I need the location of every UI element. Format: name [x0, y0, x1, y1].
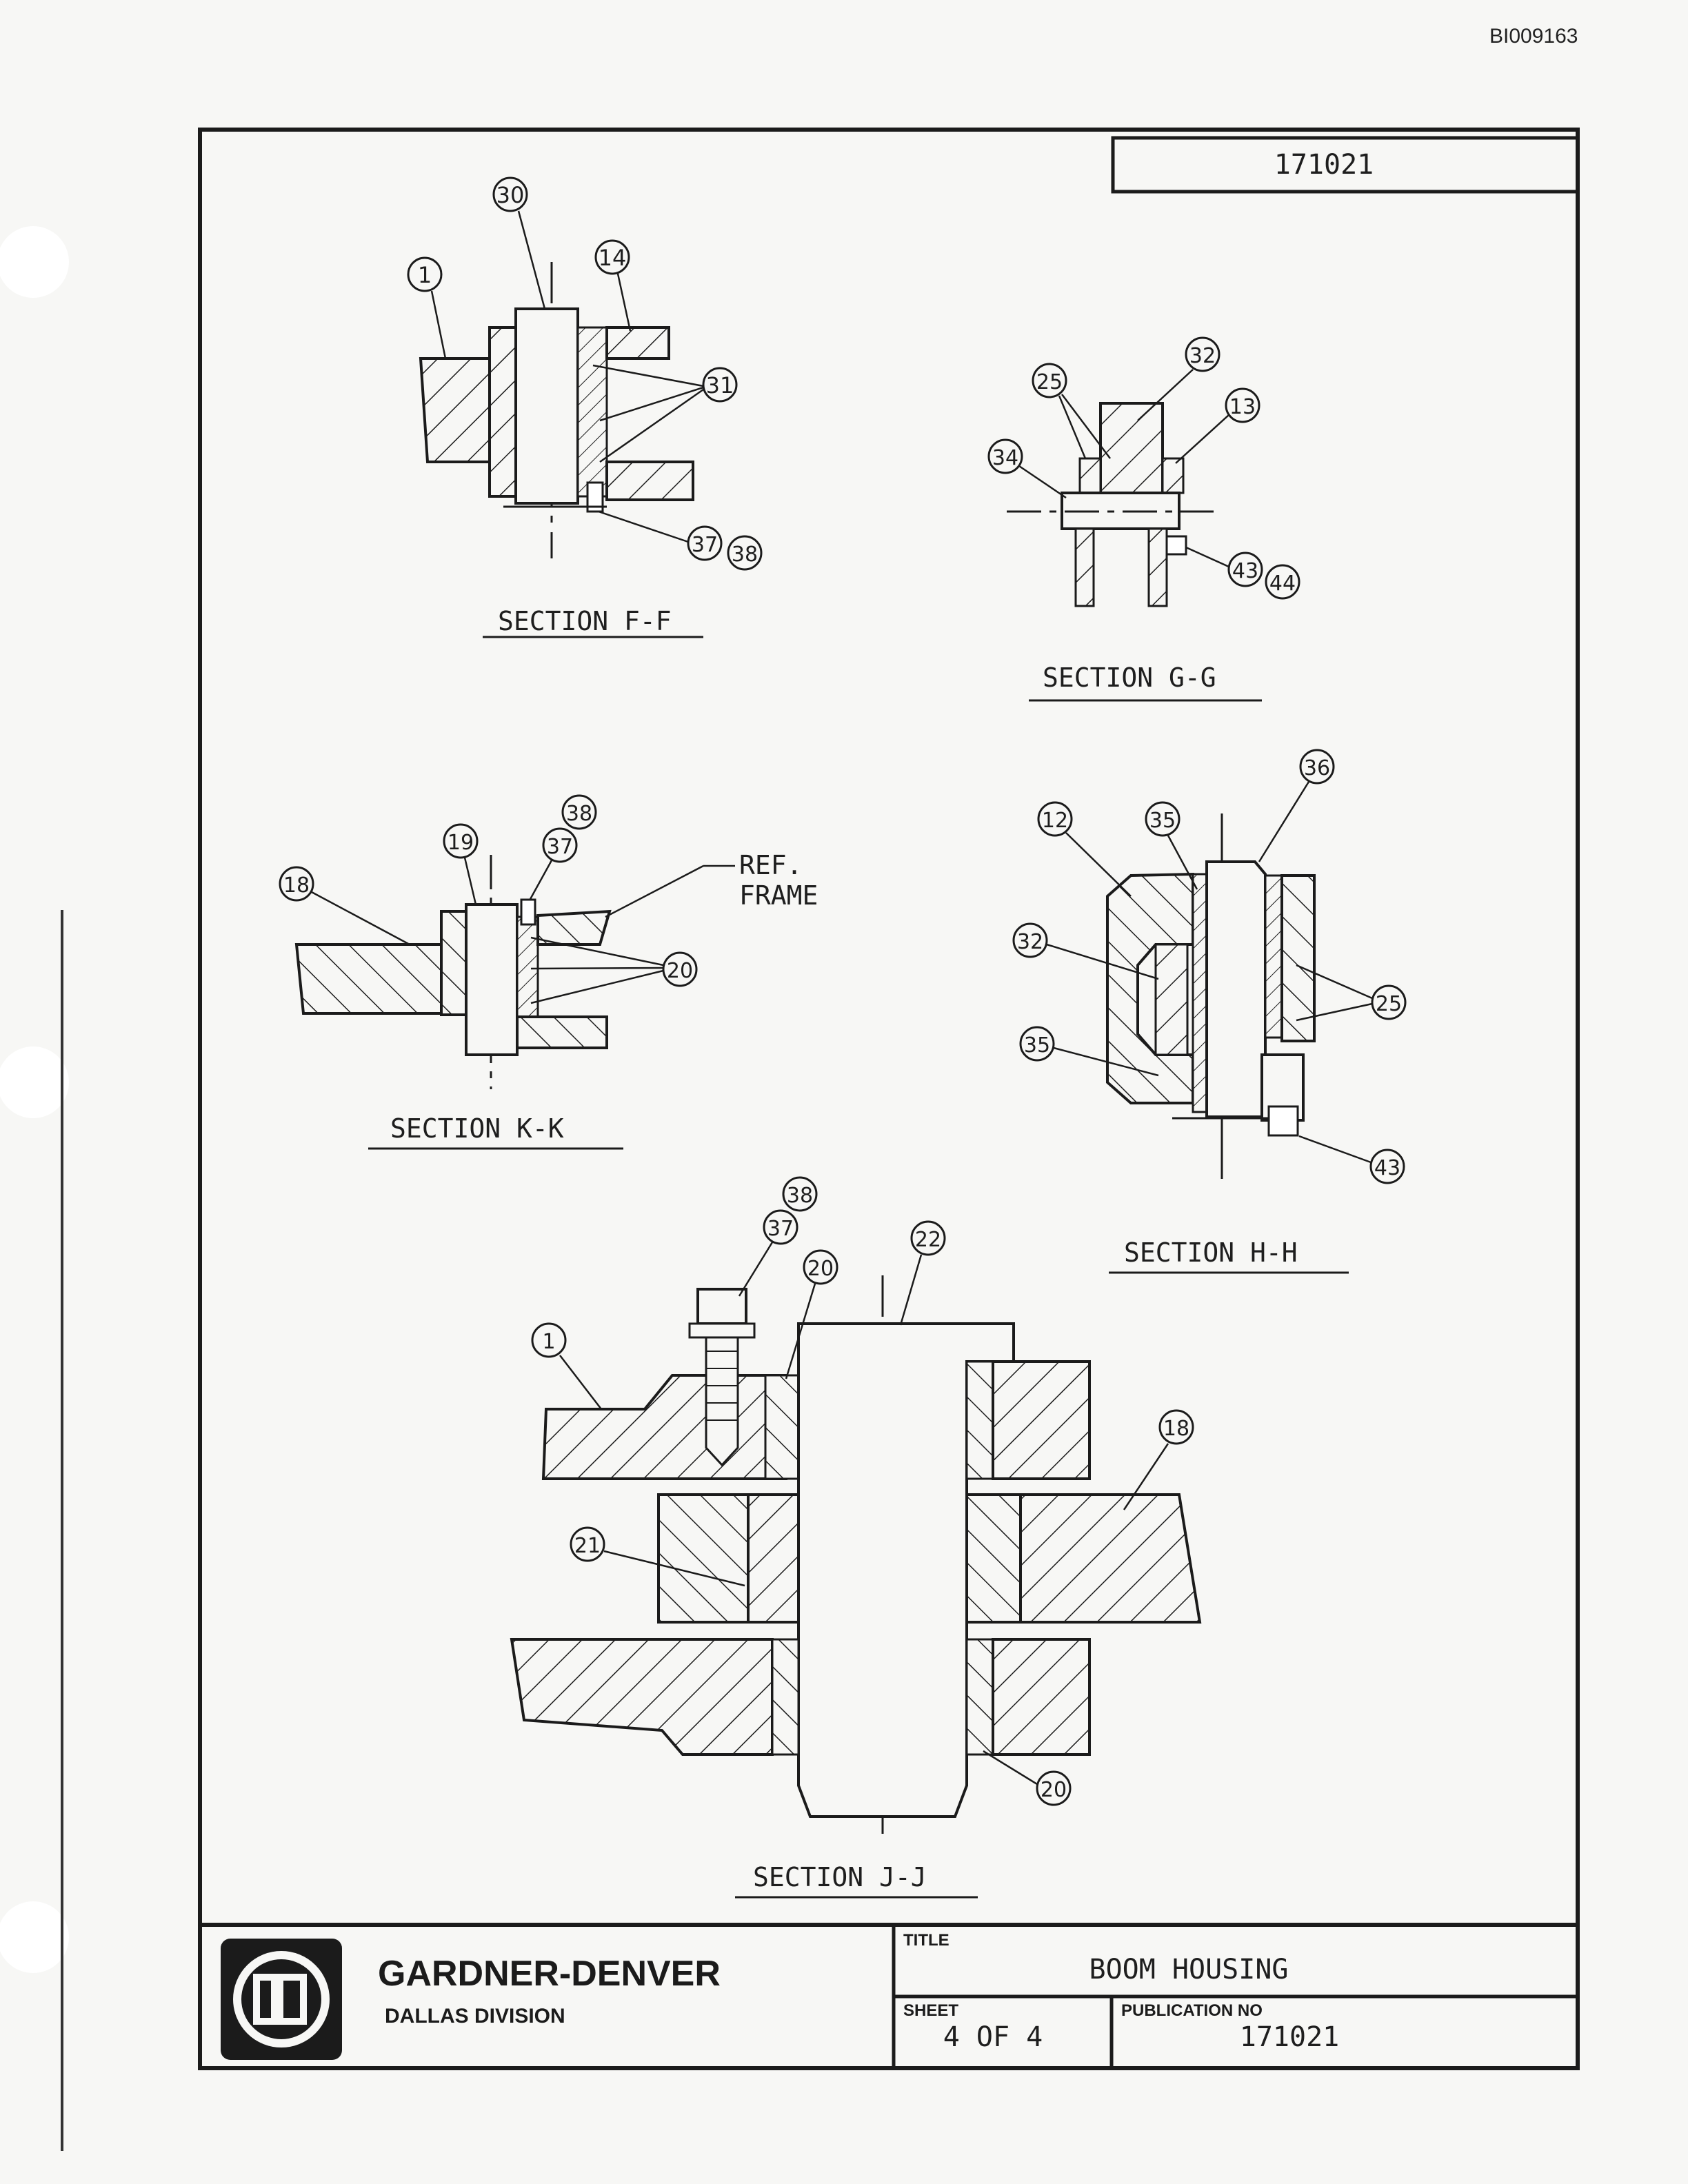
drawing-title: BOOM HOUSING	[1089, 1954, 1289, 1985]
svg-text:19: 19	[448, 831, 474, 855]
svg-text:18: 18	[283, 873, 310, 898]
svg-text:12: 12	[1042, 809, 1068, 833]
binder-hole	[0, 1046, 69, 1118]
title-label: TITLE	[903, 1931, 950, 1950]
pin-30	[514, 307, 579, 505]
svg-text:44: 44	[1269, 572, 1296, 596]
svg-text:38: 38	[566, 802, 592, 826]
svg-text:32: 32	[1017, 930, 1043, 954]
svg-text:1: 1	[542, 1330, 555, 1354]
svg-text:43: 43	[1232, 559, 1258, 583]
svg-text:25: 25	[1036, 370, 1063, 394]
svg-text:25: 25	[1376, 992, 1402, 1016]
sheet-number: 4 OF 4	[943, 2021, 1043, 2053]
section-hh: 36 12 35 32 25 35 43 SECTION H-H	[1012, 749, 1407, 1274]
pin-22	[797, 1322, 1015, 1818]
drawing-number: 171021	[1274, 149, 1374, 181]
section-gg-label: SECTION G-G	[1043, 663, 1216, 693]
company-name: GARDNER-DENVER	[378, 1954, 721, 1994]
section-ff-label: SECTION F-F	[498, 606, 672, 636]
svg-text:38: 38	[787, 1184, 813, 1208]
svg-text:43: 43	[1374, 1156, 1400, 1180]
svg-text:35: 35	[1149, 809, 1176, 833]
publication-label: PUBLICATION NO	[1121, 2001, 1263, 2020]
section-gg: 25 32 13 34 43 44 SECTION G-G	[987, 336, 1300, 702]
page-id: BI009163	[1489, 25, 1578, 48]
binder-hole	[0, 226, 69, 298]
section-jj-label: SECTION J-J	[753, 1862, 927, 1892]
svg-text:1: 1	[418, 262, 432, 288]
section-ff: 30 1 14 31 37 38 SECTION F-F	[407, 176, 763, 638]
number-box	[1111, 136, 1580, 194]
pin-19	[465, 903, 519, 1056]
section-kk: 38 19 37 18 20 REF. FRAME SECTION K-K	[279, 794, 818, 1150]
bushing-32	[1154, 943, 1189, 1056]
svg-text:20: 20	[1041, 1778, 1067, 1802]
pin-36	[1205, 860, 1267, 1118]
sheet-label: SHEET	[903, 2001, 958, 2020]
svg-text:20: 20	[807, 1257, 834, 1281]
title-block: GARDNER-DENVER DALLAS DIVISION TITLE BOO…	[200, 1923, 1578, 2068]
ref-frame-line2: FRAME	[739, 880, 818, 911]
svg-text:20: 20	[667, 959, 693, 983]
svg-text:32: 32	[1189, 344, 1216, 368]
division-name: DALLAS DIVISION	[385, 2005, 565, 2028]
publication-number: 171021	[1240, 2021, 1340, 2053]
svg-text:21: 21	[574, 1534, 601, 1558]
svg-text:37: 37	[547, 835, 573, 859]
svg-text:35: 35	[1024, 1033, 1050, 1058]
svg-text:22: 22	[915, 1228, 941, 1252]
svg-text:38: 38	[732, 543, 758, 567]
drawing-border	[198, 128, 1580, 2070]
svg-text:13: 13	[1229, 395, 1256, 419]
svg-text:37: 37	[692, 533, 718, 557]
section-hh-label: SECTION H-H	[1124, 1237, 1298, 1268]
svg-text:31: 31	[706, 372, 734, 398]
svg-text:30: 30	[496, 182, 525, 208]
section-kk-label: SECTION K-K	[390, 1113, 564, 1144]
section-jj: 38 37 20 22 1 18 21 20 SECTION J-J	[510, 1176, 1202, 1899]
ref-frame-line1: REF.	[739, 850, 803, 880]
binder-hole	[0, 1901, 69, 1973]
svg-text:36: 36	[1304, 756, 1330, 780]
svg-text:18: 18	[1163, 1417, 1189, 1441]
svg-text:14: 14	[599, 245, 627, 271]
svg-text:37: 37	[767, 1217, 794, 1241]
svg-text:34: 34	[992, 446, 1018, 470]
